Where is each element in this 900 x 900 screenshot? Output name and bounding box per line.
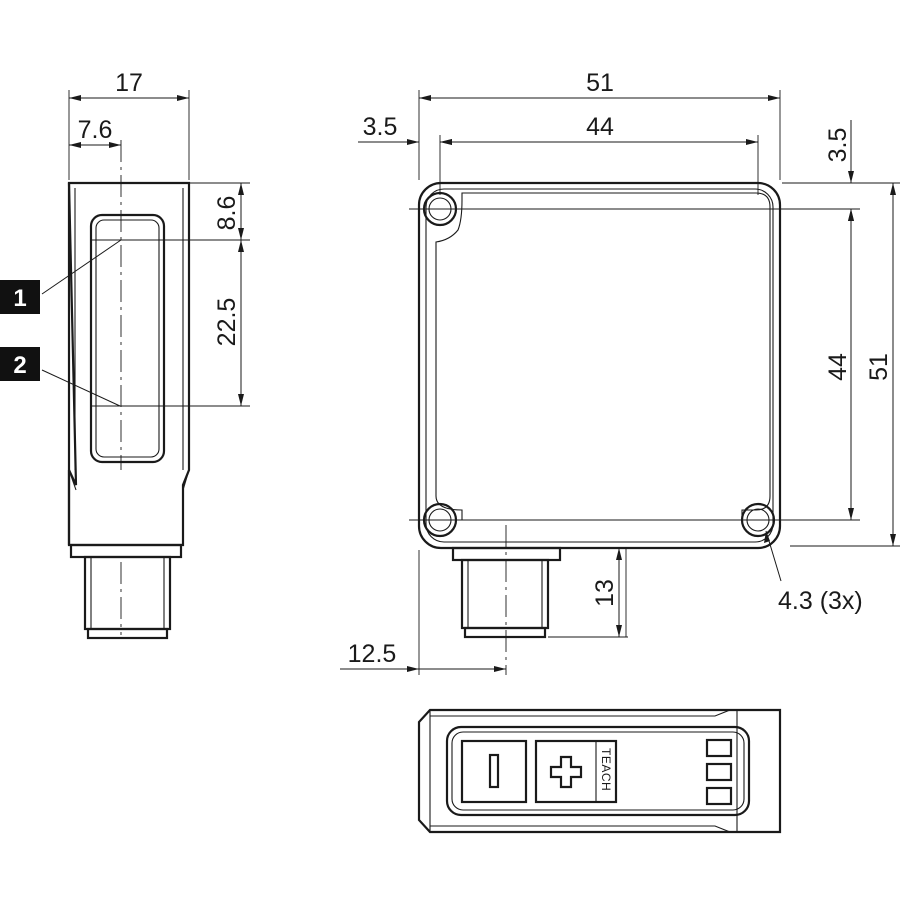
dim-side-width: 17 (115, 69, 143, 97)
front-housing (417, 181, 782, 550)
bottom-view: TEACH (417, 708, 782, 834)
side-housing (67, 181, 191, 547)
side-lens-window (89, 213, 166, 464)
dim-front-width: 51 (586, 69, 614, 97)
dim-front-hole-offset-y: 3.5 (824, 128, 852, 163)
minus-icon (488, 753, 500, 789)
teach-label: TEACH (599, 748, 613, 791)
side-view: 17 7.6 8.6 22.5 1 2 (0, 69, 250, 640)
plus-button[interactable] (534, 739, 618, 804)
control-panel (445, 725, 751, 817)
dim-front-hole-offset-x: 3.5 (363, 113, 398, 141)
led-indicator-3 (705, 786, 733, 806)
front-view: 51 44 3.5 3.5 44 51 13 12 (340, 69, 900, 675)
front-flange (451, 546, 562, 562)
dim-side-optical-offset: 7.6 (78, 116, 113, 144)
dim-side-top-offset: 8.6 (213, 196, 241, 231)
front-connector (460, 558, 550, 630)
dim-connector-offset: 12.5 (348, 640, 397, 668)
callout-1-box (0, 280, 40, 314)
led-indicator-2 (705, 762, 733, 782)
plus-icon (549, 755, 583, 789)
dim-connector-length: 13 (591, 579, 619, 607)
dim-front-hole-spacing-y: 44 (824, 353, 852, 381)
front-window (435, 192, 771, 521)
dim-front-hole-spacing-x: 44 (586, 113, 614, 141)
dim-side-lens-spacing: 22.5 (213, 298, 241, 347)
callout-2-box (0, 347, 40, 381)
side-flange (69, 543, 183, 559)
callout-2-label: 2 (13, 352, 26, 379)
minus-button[interactable] (460, 739, 528, 804)
led-indicator-1 (705, 738, 733, 758)
dim-front-height: 51 (865, 353, 893, 381)
callout-1-label: 1 (13, 285, 26, 312)
dim-hole-diameter: 4.3 (3x) (778, 587, 863, 615)
side-connector (83, 555, 172, 631)
